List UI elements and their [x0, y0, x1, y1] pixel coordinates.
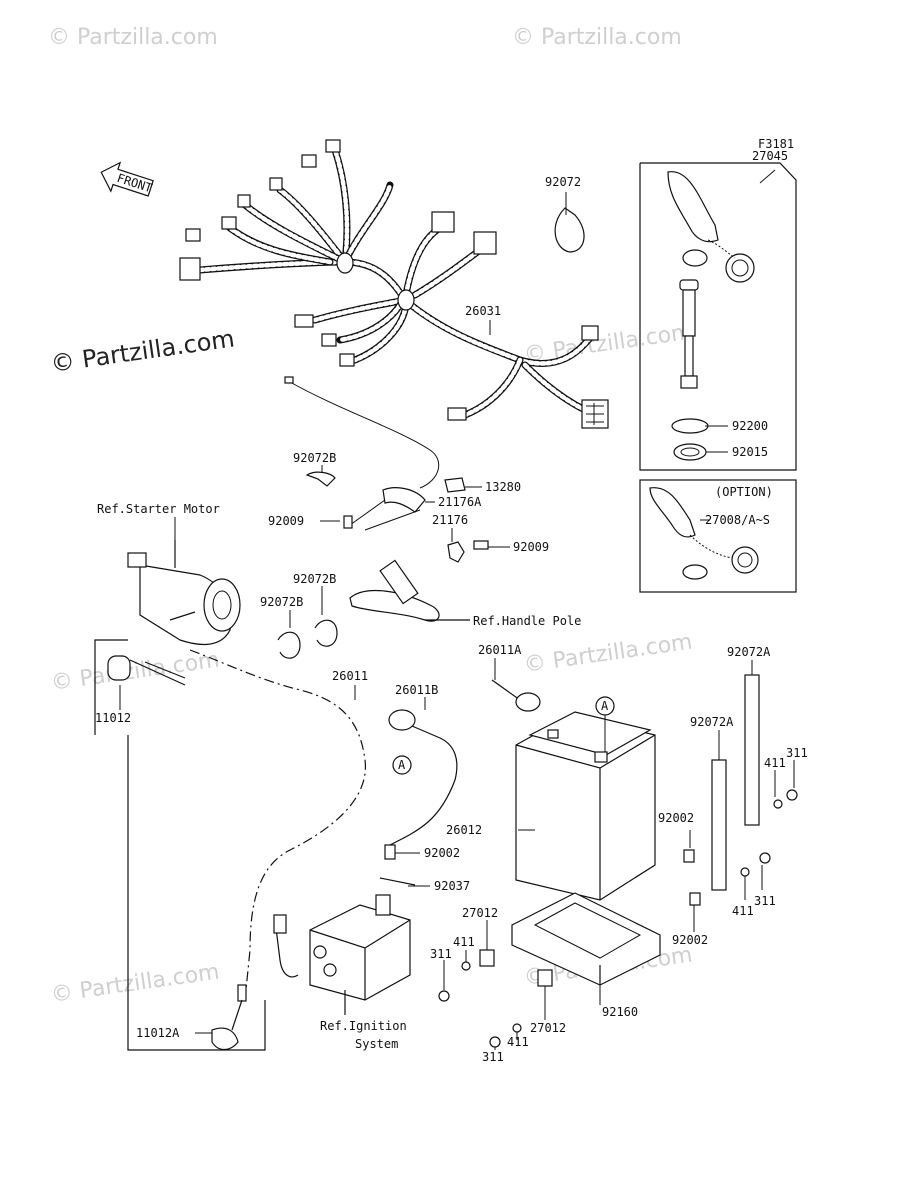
label-ref-ignition-2: System — [355, 1037, 398, 1051]
label-21176A: 21176A — [438, 495, 482, 509]
leader-lines — [119, 169, 795, 1050]
label-27012-b: 27012 — [530, 1021, 566, 1035]
starter-motor — [127, 540, 241, 645]
sensor-cluster — [284, 376, 489, 622]
label-ref-handle: Ref.Handle Pole — [473, 614, 581, 628]
label-92072B-c: 92072B — [260, 595, 303, 609]
label-311-c: 311 — [430, 947, 452, 961]
watermark-top-right: © Partzilla.com — [512, 25, 682, 50]
label-27008: 27008/A~S — [705, 513, 770, 527]
label-27012-a: 27012 — [462, 906, 498, 920]
label-ref-ignition-1: Ref.Ignition — [320, 1019, 407, 1033]
label-411-c: 411 — [453, 935, 475, 949]
label-26011B: 26011B — [395, 683, 438, 697]
label-92037: 92037 — [434, 879, 470, 893]
label-411-b: 411 — [732, 904, 754, 918]
label-27045: 27045 — [752, 149, 788, 163]
band-92072B-left — [277, 631, 301, 659]
label-411-d: 411 — [507, 1035, 529, 1049]
cable-26011A — [491, 679, 541, 712]
cable-26011 — [189, 649, 366, 1001]
option-panel — [639, 479, 797, 593]
label-92002-a: 92002 — [658, 811, 694, 825]
label-92072B-a: 92072B — [293, 451, 336, 465]
marker-a-left: A — [398, 758, 406, 772]
watermark-main: © Partzilla.com — [49, 324, 236, 378]
label-11012: 11012 — [95, 711, 131, 725]
ignition-unit — [273, 894, 411, 1015]
terminal-11012A — [211, 984, 247, 1051]
label-92015: 92015 — [732, 445, 768, 459]
label-26031: 26031 — [465, 304, 501, 318]
bracket-27012-a — [479, 949, 495, 967]
part-labels: 27045 92072 26031 92200 92015 92072B 132… — [95, 149, 808, 1064]
label-92200: 92200 — [732, 419, 768, 433]
label-311-a: 311 — [786, 746, 808, 760]
marker-a-battery: A — [601, 699, 609, 713]
watermark-mid-left: © Partzilla.com — [49, 648, 221, 696]
label-311-d: 311 — [482, 1050, 504, 1064]
label-21176: 21176 — [432, 513, 468, 527]
front-arrow-icon: FRONT — [100, 161, 154, 197]
cable-26011B: A — [388, 709, 458, 846]
label-26011A: 26011A — [478, 643, 522, 657]
label-92002-b: 92002 — [424, 846, 460, 860]
label-13280: 13280 — [485, 480, 521, 494]
bracket-27012-b — [537, 969, 553, 987]
battery-tray-92160 — [511, 892, 661, 986]
label-411-a: 411 — [764, 756, 786, 770]
label-ref-starter: Ref.Starter Motor — [97, 502, 220, 516]
straps-92072A — [683, 674, 798, 906]
label-92072: 92072 — [545, 175, 581, 189]
band-92072B-right — [314, 619, 338, 647]
band-92072 — [554, 207, 585, 253]
ignition-switch-panel — [639, 162, 797, 471]
label-92009-b: 92009 — [513, 540, 549, 554]
label-92072B-b: 92072B — [293, 572, 336, 586]
main-harness — [179, 139, 609, 429]
watermark-top-left: © Partzilla.com — [48, 25, 218, 50]
label-option: (OPTION) — [715, 485, 773, 499]
label-92160: 92160 — [602, 1005, 638, 1019]
watermark-bottom-left: © Partzilla.com — [49, 960, 221, 1008]
watermark-mid-center: © Partzilla.com — [522, 630, 694, 678]
label-11012A: 11012A — [136, 1026, 180, 1040]
label-92072A-a: 92072A — [727, 645, 771, 659]
label-92009-a: 92009 — [268, 514, 304, 528]
bolt-92002 — [384, 844, 396, 860]
label-92072A-b: 92072A — [690, 715, 734, 729]
label-311-b: 311 — [754, 894, 776, 908]
left-bracket — [94, 639, 128, 735]
figure-code: F3181 — [758, 137, 794, 151]
label-26012: 26012 — [446, 823, 482, 837]
battery-26012: A — [515, 696, 656, 901]
label-26011: 26011 — [332, 669, 368, 683]
label-92002-c: 92002 — [672, 933, 708, 947]
